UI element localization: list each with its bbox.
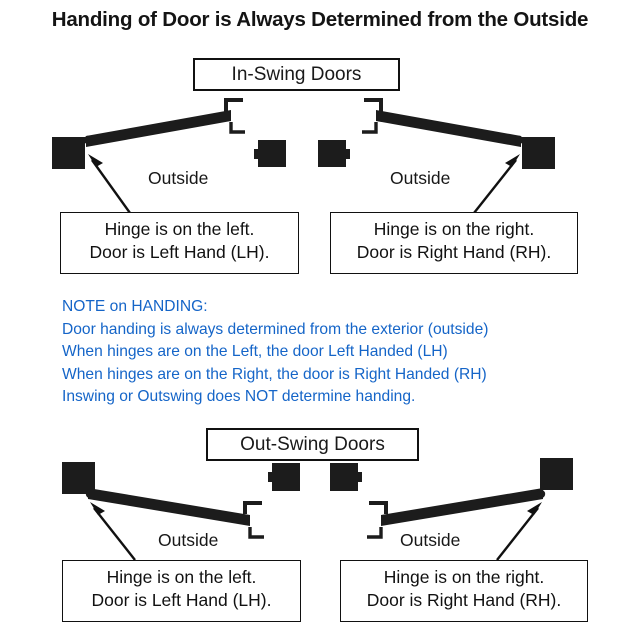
caption-inswing-right: Hinge is on the right. Door is Right Han… [330, 212, 578, 274]
jamb-block-hinge [52, 137, 85, 169]
note-heading: NOTE on HANDING: [62, 298, 208, 315]
door-latch-icon [229, 122, 245, 134]
door-latch-icon [362, 122, 378, 134]
caption-line-2: Door is Right Hand (RH). [366, 590, 562, 611]
page-title: Handing of Door is Always Determined fro… [51, 8, 589, 31]
note-line-4: Inswing or Outswing does NOT determine h… [62, 388, 416, 406]
strike-nub-icon [345, 149, 350, 159]
jamb-block-strike [272, 463, 300, 491]
door-leaf [381, 488, 543, 526]
note-line-2: When hinges are on the Left, the door Le… [62, 343, 448, 361]
handing-note: NOTE on HANDING: Door handing is always … [62, 296, 488, 409]
strike-nub-icon [357, 472, 362, 482]
door-handle-icon [369, 501, 388, 514]
arrowhead-icon [88, 154, 103, 167]
door-latch-icon [248, 527, 264, 539]
outside-label-inswing-right: Outside [390, 168, 451, 188]
caption-outswing-left: Hinge is on the left. Door is Left Hand … [62, 560, 301, 622]
callout-line [91, 159, 131, 214]
door-latch-icon [367, 527, 383, 539]
strike-nub-icon [254, 149, 259, 159]
outside-label-outswing-right: Outside [400, 530, 461, 550]
hinge-pivot-icon [83, 135, 93, 145]
caption-line-2: Door is Left Hand (LH). [89, 242, 270, 263]
door-handle-icon [364, 98, 383, 112]
hinge-pivot-icon [85, 489, 95, 499]
jamb-block-strike [318, 140, 346, 167]
section-header-out-swing: Out-Swing Doors [206, 428, 419, 461]
caption-line-1: Hinge is on the right. [373, 219, 535, 239]
caption-line-2: Door is Left Hand (LH). [91, 590, 272, 611]
jamb-block-strike [258, 140, 286, 167]
hinge-pivot-icon [514, 135, 524, 145]
note-line-1: Door handing is always determined from t… [62, 320, 489, 338]
outside-label-inswing-left: Outside [148, 168, 209, 188]
jamb-block-hinge [62, 462, 95, 494]
caption-line-1: Hinge is on the left. [106, 567, 257, 587]
jamb-block-strike [330, 463, 358, 491]
door-handle-icon [243, 501, 262, 514]
door-leaf [88, 488, 250, 526]
callout-line [496, 507, 539, 561]
callout-line [473, 159, 517, 214]
spacer [131, 208, 148, 211]
caption-line-2: Door is Right Hand (RH). [356, 242, 552, 263]
callout-line [93, 507, 136, 561]
arrowhead-icon [505, 154, 520, 167]
door-leaf [376, 110, 521, 147]
inswing-right-door-figure [318, 98, 555, 214]
caption-inswing-left: Hinge is on the left. Door is Left Hand … [60, 212, 299, 274]
caption-line-1: Hinge is on the right. [383, 567, 545, 587]
caption-line-1: Hinge is on the left. [104, 219, 255, 239]
inswing-left-door-figure [52, 98, 286, 214]
door-leaf [86, 110, 231, 147]
arrowhead-icon [90, 502, 105, 515]
outside-label-outswing-left: Outside [158, 530, 219, 550]
door-handle-icon [224, 98, 243, 112]
note-line-3: When hinges are on the Right, the door i… [62, 365, 487, 383]
hinge-pivot-icon [536, 489, 546, 499]
caption-outswing-right: Hinge is on the right. Door is Right Han… [340, 560, 588, 622]
section-header-in-swing: In-Swing Doors [193, 58, 400, 91]
jamb-block-hinge [522, 137, 555, 169]
strike-nub-icon [268, 472, 273, 482]
jamb-block-hinge [540, 458, 573, 490]
arrowhead-icon [527, 502, 542, 515]
